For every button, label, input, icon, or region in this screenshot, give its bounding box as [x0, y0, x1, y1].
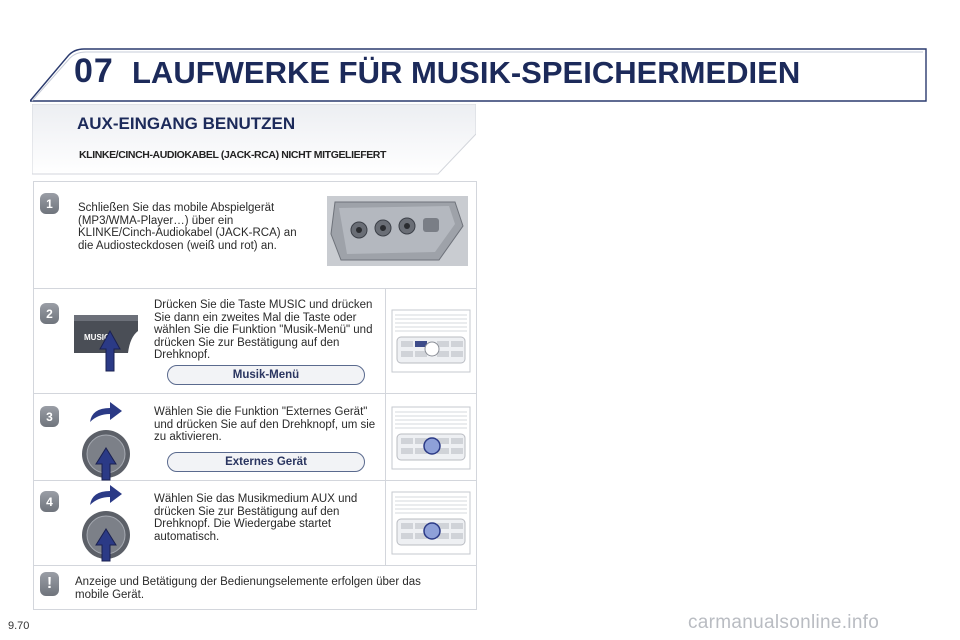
step-number-badge: 2: [40, 303, 59, 324]
music-button-icon: MUSIC: [72, 309, 140, 373]
step-number-badge: 3: [40, 406, 59, 427]
section-title: AUX-EINGANG BENUTZEN: [77, 114, 296, 133]
chapter-number: 07: [74, 52, 114, 90]
rotate-arrow-icon: [86, 400, 126, 424]
warning-icon: !: [40, 572, 59, 596]
section-subtitle: KLINKE/CINCH-AUDIOKABEL (JACK-RCA) NICHT…: [79, 149, 387, 161]
column-divider: [385, 481, 386, 565]
rotary-knob-icon: [80, 509, 136, 565]
step-4: 4 Wählen Sie das Musikmedium AUX und drü…: [34, 481, 476, 566]
step-1: 1 Schließen Sie das mobile Abspielgerät …: [34, 182, 476, 289]
note-text: Anzeige und Betätigung der Bedienungsele…: [75, 576, 421, 601]
press-arrow-icon: [95, 528, 117, 562]
aux-socket-photo: [327, 196, 468, 266]
music-button-label: MUSIC: [84, 333, 110, 342]
rotate-arrow-icon: [86, 483, 126, 507]
step-text: Wählen Sie die Funktion "Externes Gerät"…: [154, 406, 376, 443]
steps-panel: 1 Schließen Sie das mobile Abspielgerät …: [33, 181, 477, 610]
menu-option-pill: Externes Gerät: [167, 452, 365, 472]
step-text: Wählen Sie das Musikmedium AUX und drück…: [154, 493, 358, 543]
step-3: 3 Wählen Sie die Funktion "Externes Gerä…: [34, 394, 476, 481]
watermark: carmanualsonline.info: [688, 612, 880, 633]
step-text: Drücken Sie die Taste MUSIC und drücken …: [154, 299, 373, 361]
step-text: Schließen Sie das mobile Abspielgerät (M…: [78, 202, 297, 252]
chapter-title: LAUFWERKE FÜR MUSIK-SPEICHERMEDIEN: [132, 55, 801, 90]
column-divider: [385, 394, 386, 480]
chapter-header: [30, 44, 928, 102]
column-divider: [385, 289, 386, 393]
step-2: 2 MUSIC Drücken Sie die Taste MUSIC und …: [34, 289, 476, 394]
step-number-badge: 1: [40, 193, 59, 214]
menu-option-pill: Musik-Menü: [167, 365, 365, 385]
note-row: ! Anzeige und Betätigung der Bedienungse…: [34, 566, 476, 609]
step-number-badge: 4: [40, 491, 59, 512]
press-arrow-icon: [95, 447, 117, 481]
section-heading-box: [31, 103, 477, 176]
rotary-knob-icon: [80, 428, 136, 484]
radio-panel-thumbnail: [391, 406, 471, 470]
page-number: 9.70: [8, 620, 30, 632]
radio-panel-thumbnail: [391, 491, 471, 555]
radio-panel-thumbnail: [391, 309, 471, 373]
